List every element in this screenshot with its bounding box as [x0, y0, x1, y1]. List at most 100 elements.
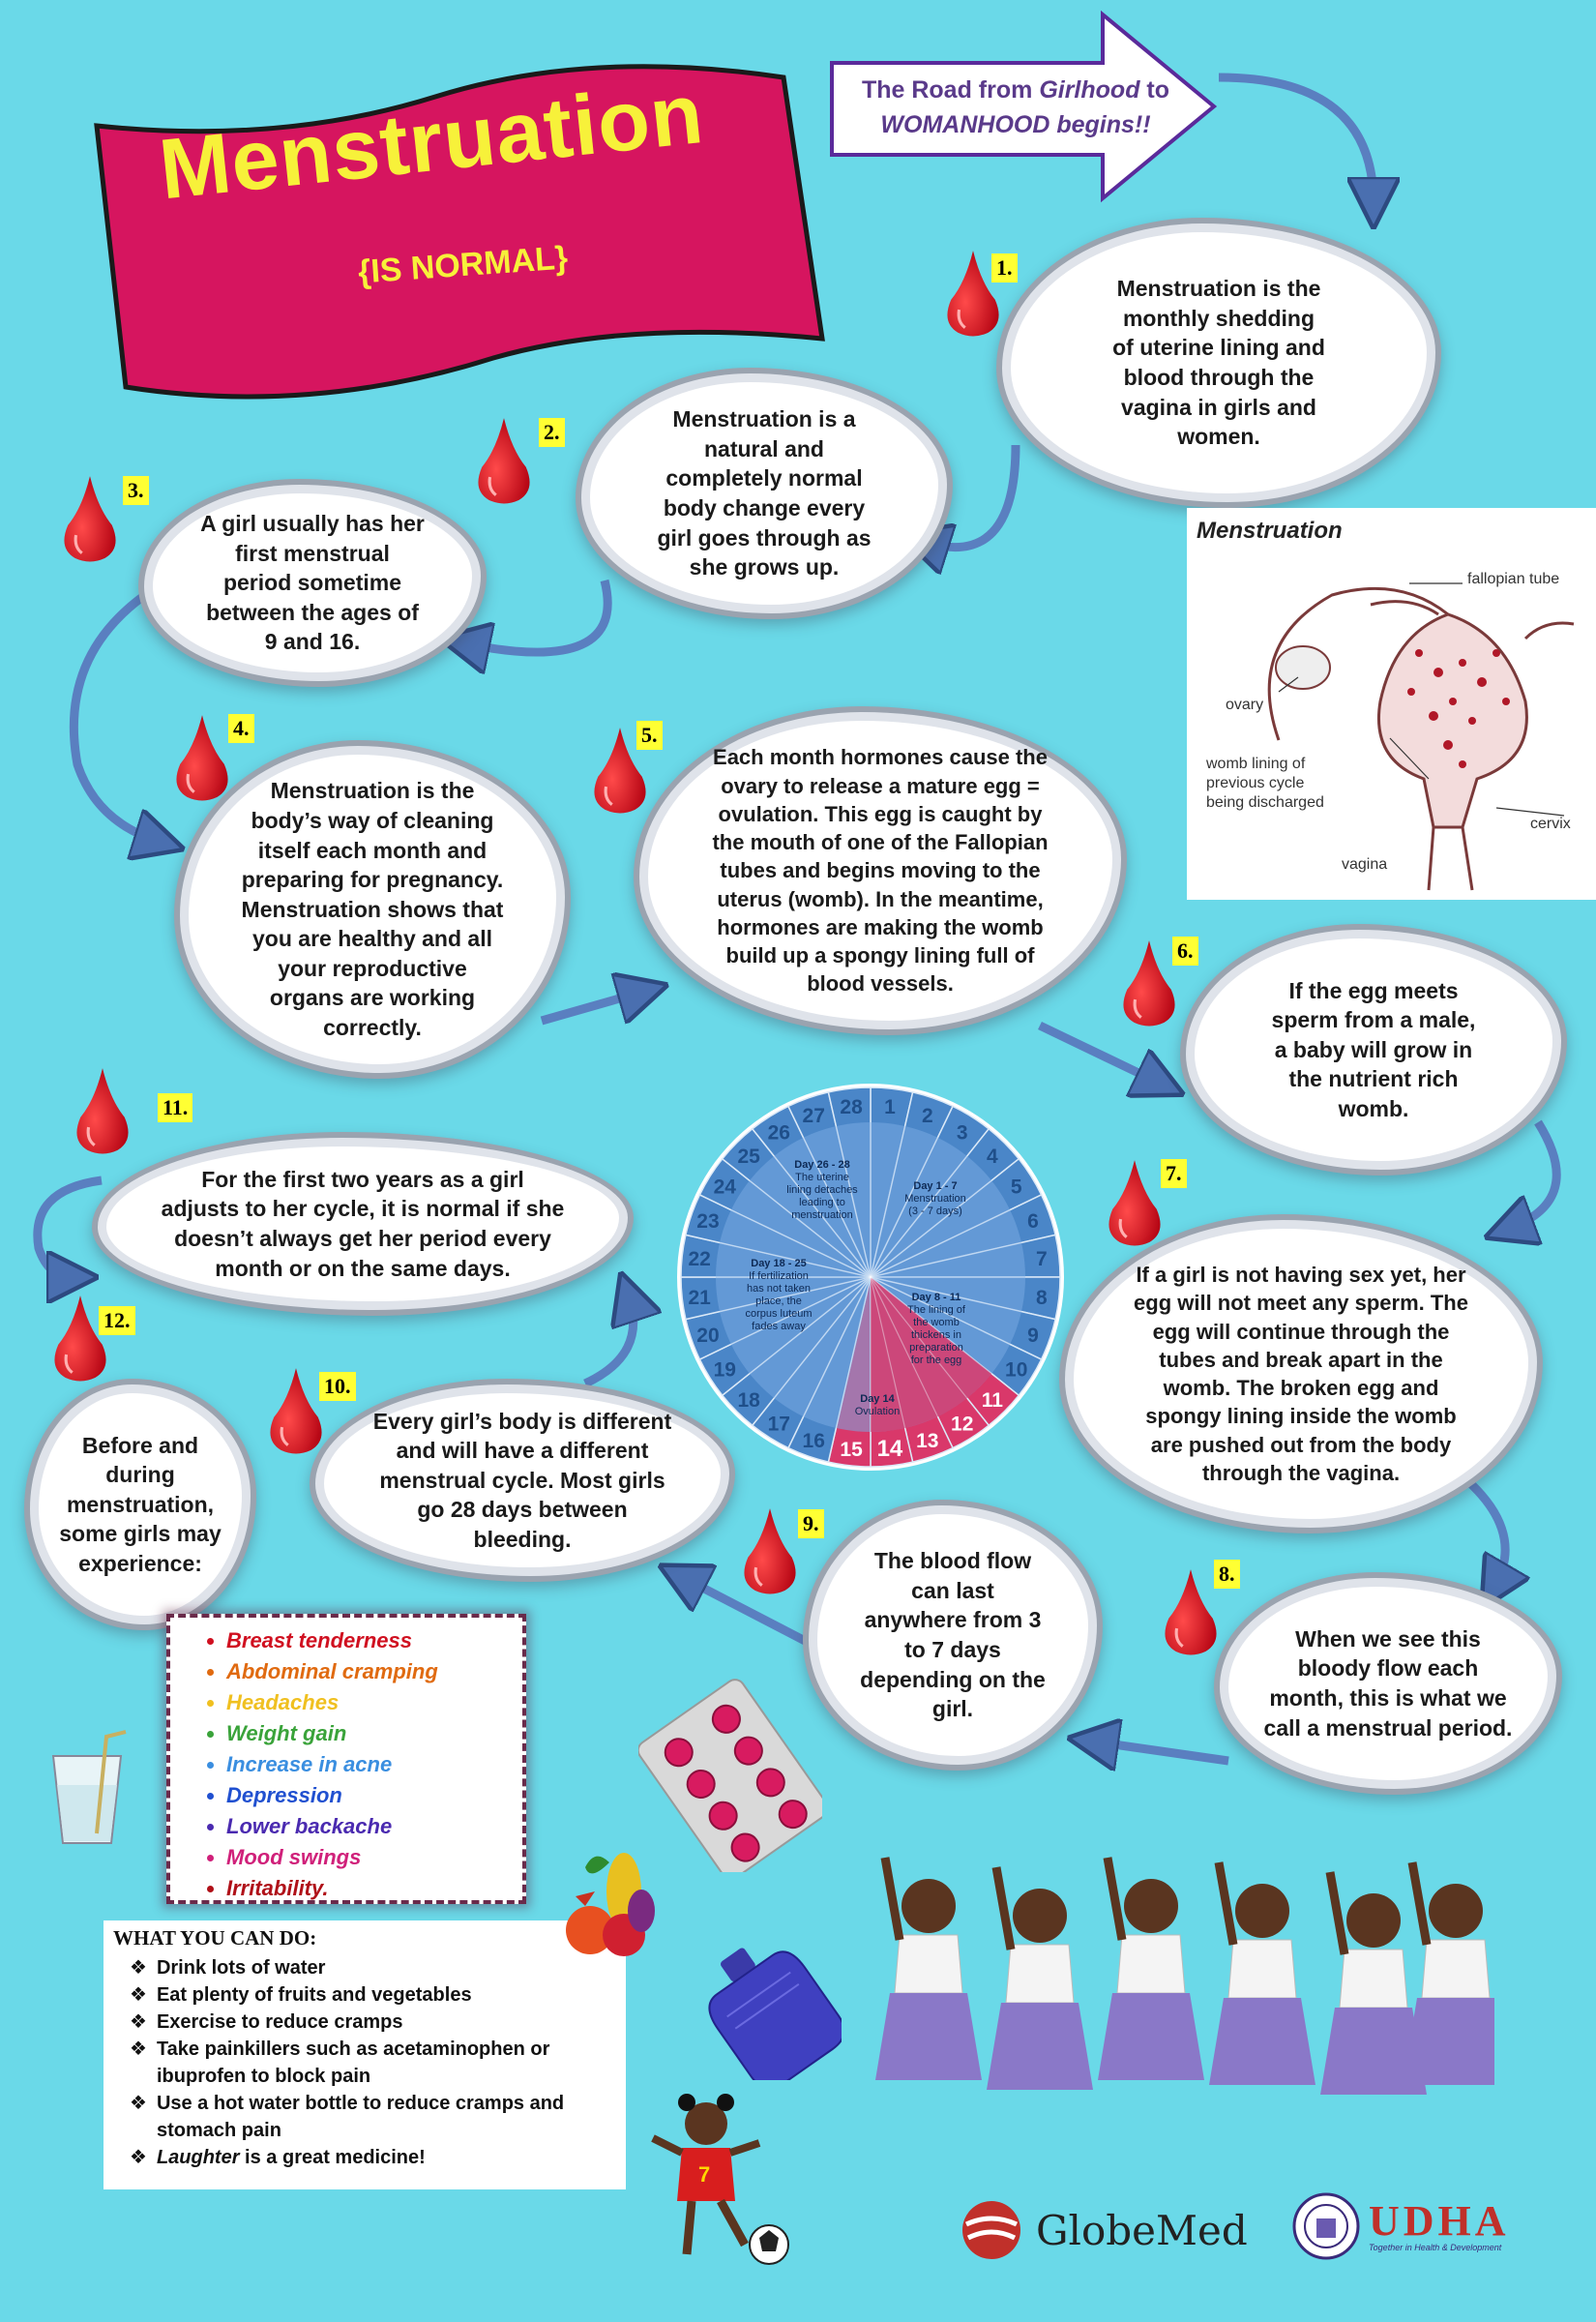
cycle-radial-line — [870, 1155, 968, 1278]
phase-day-18-25: Day 18 - 25 If fertilization has not tak… — [730, 1258, 827, 1333]
blood-drop-icon — [1161, 1565, 1221, 1657]
cycle-day-number: 26 — [768, 1121, 790, 1144]
cycle-radial-line — [730, 1276, 872, 1345]
blood-drop-icon — [740, 1504, 800, 1596]
step-number: 9. — [798, 1509, 824, 1538]
phase-desc: Ovulation — [854, 1406, 901, 1417]
step-number: 4. — [228, 714, 254, 743]
arrow-3-to-4 — [69, 591, 160, 842]
cycle-day-number: 6 — [1027, 1210, 1039, 1233]
step-number: 12. — [99, 1306, 135, 1335]
arrow-11-to-12 — [33, 1176, 103, 1277]
phase-desc: The lining of the womb thickens in prepa… — [907, 1304, 965, 1366]
step-1-text: Menstruation is the monthly shedding of … — [1112, 276, 1325, 450]
step-10-text: Every girl’s body is different and will … — [372, 1408, 672, 1552]
symptom-item: Irritability. — [226, 1873, 522, 1904]
cycle-radial-line — [730, 1209, 872, 1278]
cycle-radial-line — [870, 1276, 938, 1417]
cycle-day-number: 12 — [951, 1414, 973, 1436]
cycle-day-number: 3 — [957, 1121, 968, 1144]
arrow-5-to-6 — [1038, 1021, 1161, 1084]
udha-name: UDHA — [1369, 2197, 1510, 2245]
banner-line1-prefix: The Road from — [861, 76, 1040, 104]
banner-line2: WOMANHOOD begins!! — [880, 111, 1151, 138]
cycle-radial-line — [870, 1137, 938, 1278]
blood-drop-icon — [1105, 1156, 1165, 1248]
step-8-text: When we see this bloody flow each month,… — [1263, 1625, 1513, 1741]
cycle-radial-line — [719, 1276, 872, 1313]
cycle-day-number: 14 — [877, 1436, 903, 1462]
phase-desc: Menstruation (3 - 7 days) — [904, 1193, 966, 1217]
step-4-cloud: Menstruation is the body’s way of cleani… — [189, 755, 556, 1064]
road-banner-text: The Road from Girlhood to WOMANHOOD begi… — [842, 73, 1190, 142]
step-3-cloud: A girl usually has her first menstrual p… — [153, 493, 472, 672]
step-5-text: Each month hormones cause the ovary to r… — [712, 745, 1049, 997]
globemed-logo: GlobeMed — [961, 2199, 1248, 2261]
phase-day-8-11: Day 8 - 11 The lining of the womb thicke… — [888, 1292, 985, 1367]
phase-title: Day 1 - 7 — [913, 1180, 958, 1192]
step-1-cloud: Menstruation is the monthly shedding of … — [1011, 232, 1427, 493]
arrow-2-to-3 — [464, 579, 612, 652]
globemed-globe-icon — [962, 2201, 1020, 2259]
symptom-item: Breast tenderness — [226, 1625, 522, 1656]
cycle-radial-line — [870, 1276, 1011, 1345]
cycle-radial-line — [870, 1276, 992, 1375]
blood-drop-icon — [474, 414, 534, 506]
cycle-day-number: 23 — [696, 1210, 719, 1233]
step-number: 1. — [991, 253, 1018, 283]
cycle-day-number: 5 — [1011, 1176, 1022, 1198]
cycle-day-number: 11 — [982, 1389, 1004, 1412]
step-number: 10. — [319, 1372, 356, 1401]
title-flag — [87, 39, 842, 426]
symptom-item: Headaches — [226, 1687, 522, 1718]
cycle-radial-line — [870, 1276, 968, 1399]
tip-item: ❖Drink lots of water — [130, 1957, 326, 1979]
fruits-vegetables-icon — [566, 1853, 655, 1956]
step-number: 11. — [158, 1093, 193, 1122]
label-ovary: ovary — [1226, 697, 1264, 713]
arrow-4-to-5 — [540, 992, 643, 1026]
step-number: 7. — [1161, 1159, 1187, 1188]
step-9-text: The blood flow can last anywhere from 3 … — [860, 1548, 1046, 1722]
symptom-item: Increase in acne — [226, 1749, 522, 1780]
arrow-8-to-9 — [1093, 1742, 1229, 1761]
hot-water-bottle-icon — [708, 1948, 842, 2080]
cycle-day-number: 27 — [803, 1105, 825, 1127]
symptom-item: Mood swings — [226, 1842, 522, 1873]
blood-drop-icon — [1119, 937, 1179, 1028]
arrow-7-to-8 — [1453, 1467, 1505, 1587]
symptom-item: Depression — [226, 1780, 522, 1811]
symptom-item: Abdominal cramping — [226, 1656, 522, 1687]
cycle-day-number: 25 — [737, 1146, 760, 1168]
cycle-radial-line — [870, 1241, 1022, 1278]
cycle-radial-line — [870, 1276, 1022, 1313]
cycle-radial-line — [835, 1276, 872, 1429]
symptoms-list: Breast tenderness Abdominal cramping Hea… — [170, 1625, 522, 1904]
cycle-day-number: 16 — [803, 1430, 825, 1452]
cycle-day-number: 21 — [688, 1287, 711, 1309]
step-8-cloud: When we see this bloody flow each month,… — [1228, 1587, 1548, 1780]
tip-item: ❖Exercise to reduce cramps — [130, 2011, 403, 2033]
uterus-illustration — [1267, 582, 1575, 891]
udha-emblem-icon — [1292, 2192, 1360, 2260]
cycle-day-number: 18 — [737, 1389, 760, 1412]
girl-playing-soccer-icon: 7 — [651, 2094, 789, 2265]
phase-day-1-7: Day 1 - 7 Menstruation (3 - 7 days) — [882, 1180, 989, 1218]
cycle-radial-line — [835, 1125, 872, 1278]
blood-drop-icon — [73, 1064, 133, 1156]
label-fallopian-tube: fallopian tube — [1467, 571, 1560, 587]
symptoms-box: Breast tenderness Abdominal cramping Hea… — [166, 1614, 526, 1904]
cycle-day-number: 7 — [1036, 1248, 1048, 1270]
cycle-radial-line — [870, 1125, 906, 1278]
cycle-radial-line — [803, 1137, 872, 1278]
arrow-1-to-2 — [924, 444, 1020, 548]
step-7-text: If a girl is not having sex yet, her egg… — [1134, 1263, 1468, 1485]
cycle-radial-line — [773, 1276, 872, 1399]
label-womb-lining: womb lining of previous cycle being disc… — [1206, 756, 1324, 811]
cycle-radial-line — [773, 1155, 872, 1278]
what-you-can-do-box: WHAT YOU CAN DO: ❖Drink lots of water ❖E… — [103, 1920, 626, 2189]
step-11-cloud: For the first two years as a girl adjust… — [106, 1146, 619, 1301]
banner-line1-suffix: to — [1139, 76, 1170, 104]
step-2-cloud: Menstruation is a natural and completely… — [590, 382, 938, 605]
arrow-10-to-11 — [583, 1296, 634, 1388]
